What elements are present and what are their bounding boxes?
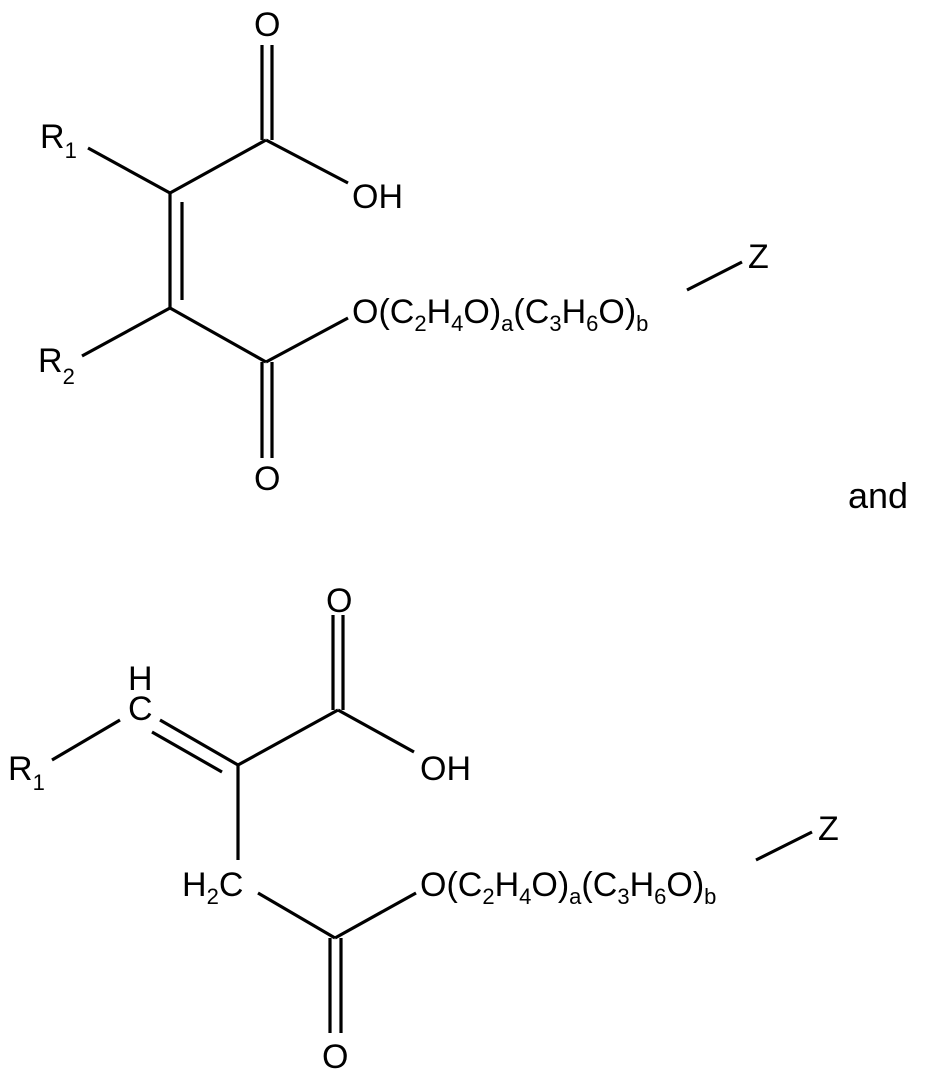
r1-label: R1 — [8, 750, 45, 795]
hydroxyl-label: OH — [420, 750, 471, 788]
bond-r1-ch — [51, 718, 121, 762]
structure-2-bonds — [51, 615, 813, 1033]
methine-c-label: C — [128, 690, 153, 728]
structure-2: O H C R1 OH H2C O O(C2H4O)a(C3H6O)b Z — [8, 582, 839, 1076]
bond-c2-ester — [169, 306, 267, 364]
oxygen-top-label: O — [254, 6, 280, 44]
bond-carboxyl-oh — [337, 708, 415, 754]
bond-chain-z — [755, 830, 813, 862]
bond-c1-carboxyl — [169, 138, 267, 195]
bond-ester-o — [265, 316, 349, 364]
methylene-label: H2C — [182, 866, 243, 909]
bond-chain-z — [686, 260, 743, 292]
bond-ch-calpha-inner — [151, 730, 223, 774]
r2-label: R2 — [38, 342, 75, 389]
oxygen-top-label: O — [326, 582, 352, 620]
polyether-chain-label: O(C2H4O)a(C3H6O)b — [420, 866, 716, 909]
methine-h-label: H — [128, 660, 153, 698]
bond-ch2-ester — [257, 891, 336, 940]
structure-1: O R1 OH R2 O O(C2H4O)a(C3H6O)b Z — [38, 6, 769, 498]
bond-ester-o — [334, 891, 417, 940]
bond-carboxyl-oh — [265, 138, 349, 185]
terminal-z-label: Z — [748, 238, 769, 276]
bond-r1-c1 — [87, 146, 171, 195]
structure-1-bonds — [81, 45, 743, 458]
oxygen-bottom-label: O — [254, 460, 280, 498]
terminal-z-label: Z — [818, 810, 839, 848]
bond-c2-r2 — [81, 306, 171, 358]
and-connector: and — [848, 475, 908, 516]
polyether-chain-label: O(C2H4O)a(C3H6O)b — [352, 293, 648, 336]
hydroxyl-label: OH — [352, 178, 403, 216]
bond-ch-calpha — [159, 718, 239, 767]
bond-calpha-carboxyl — [237, 708, 339, 767]
r1-label: R1 — [40, 118, 77, 163]
oxygen-bottom-label: O — [322, 1038, 348, 1076]
